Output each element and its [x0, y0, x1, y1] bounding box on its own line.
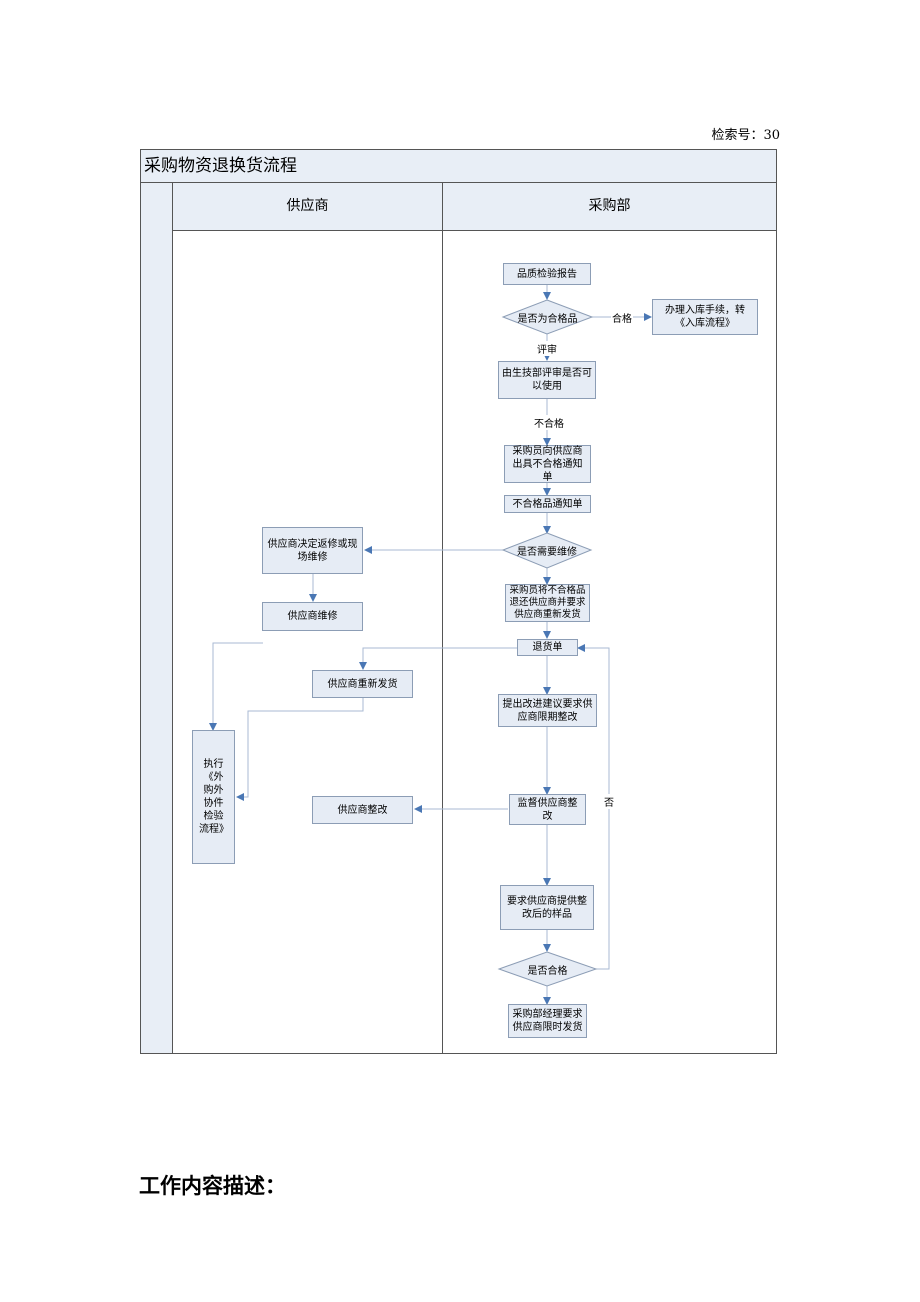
edge-label-review: 评审: [536, 341, 558, 356]
node-nonconform-notice: 不合格品通知单: [504, 495, 591, 513]
node-supplier-decide: 供应商决定返修或现场维修: [262, 527, 363, 574]
edge-supplier-repair-to-execute: [209, 642, 263, 731]
node-supplier-reship: 供应商重新发货: [312, 670, 413, 698]
node-improve-request: 提出改进建议要求供应商限期整改: [498, 694, 597, 727]
node-is-pass: 是否合格: [527, 966, 568, 977]
node-execute-inspection: 执行《外购外协件检验流程》: [192, 730, 235, 864]
section-title: 工作内容描述：: [139, 1174, 286, 1198]
index-number: 检索号：30: [711, 128, 780, 143]
edge-label-qualified: 合格: [611, 310, 633, 325]
edge-reship-to-execute: [236, 698, 364, 801]
node-supervise: 监督供应商整改: [509, 794, 586, 825]
flowchart-frame: [140, 149, 777, 1054]
node-supplier-repair: 供应商维修: [262, 602, 363, 631]
decision-need-repair: [501, 532, 593, 569]
lane-header-supplier: 供应商: [173, 183, 443, 231]
node-warehouse: 办理入库手续，转《入库流程》: [652, 299, 758, 335]
edge-returnslip-to-reship: [359, 647, 517, 670]
flowchart-title: 采购物资退换货流程: [141, 150, 776, 183]
decision-is-pass: [497, 951, 598, 987]
lane-header-purchasing: 采购部: [443, 183, 776, 231]
lane-divider: [442, 231, 443, 1054]
left-strip: [141, 183, 173, 1053]
node-tech-review: 由生技部评审是否可以使用: [498, 361, 596, 399]
node-return-slip: 退货单: [517, 639, 578, 656]
edge-label-no: 否: [603, 794, 615, 809]
node-issue-notice: 采购员向供应商出具不合格通知单: [504, 445, 591, 483]
decision-is-qualified: [501, 299, 594, 335]
node-return-goods: 采购员将不合格品退还供应商并要求供应商重新发货: [505, 584, 590, 622]
node-sample-request: 要求供应商提供整改后的样品: [500, 885, 594, 930]
node-is-qualified: 是否为合格品: [517, 314, 578, 325]
edge-label-unqualified: 不合格: [533, 415, 565, 430]
node-supplier-rectify: 供应商整改: [312, 796, 413, 824]
node-quality-report: 品质检验报告: [503, 263, 591, 285]
node-manager-request: 采购部经理要求供应商限时发货: [508, 1004, 587, 1038]
node-need-repair: 是否需要维修: [517, 547, 577, 558]
